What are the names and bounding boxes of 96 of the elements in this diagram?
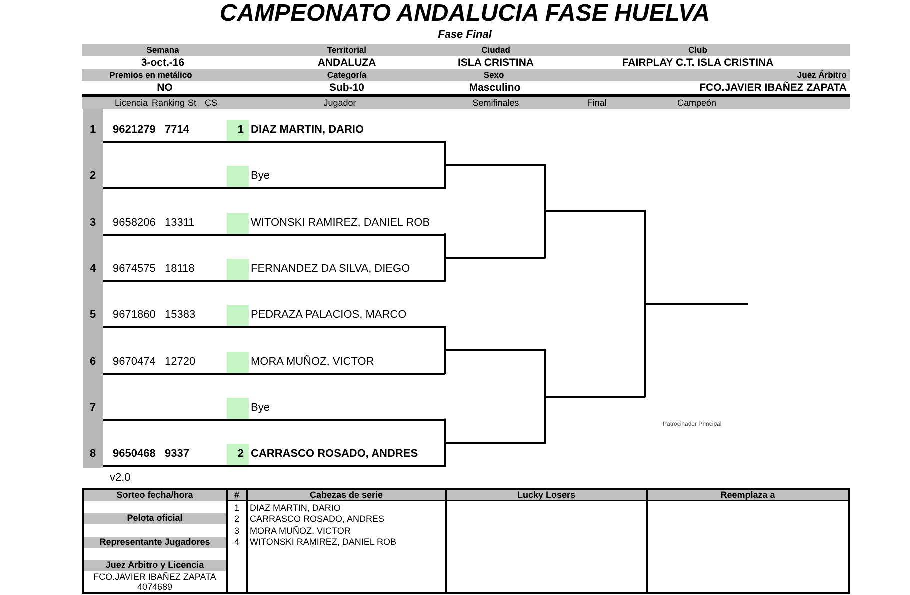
seed-rank: 3 <box>234 526 240 536</box>
field-value: Sub-10 <box>330 82 364 94</box>
bracket-line <box>444 256 446 282</box>
player-name: DIAZ MARTIN, DARIO <box>251 124 364 137</box>
license-number: 9671860 <box>113 309 156 322</box>
bracket-line <box>444 164 446 190</box>
page-title: CAMPEONATO ANDALUCIA FASE HUELVA <box>220 0 710 27</box>
field-label: Club <box>688 45 708 55</box>
winner-line <box>445 164 545 166</box>
license-number: 9658206 <box>113 216 156 230</box>
field-value: 3-oct.-16 <box>141 56 185 68</box>
version-label: v2.0 <box>110 472 131 484</box>
ranking-number: 18118 <box>165 262 195 276</box>
license-number: 9670474 <box>113 356 156 368</box>
field-label: Sexo <box>484 70 504 80</box>
bracket-line <box>544 349 546 398</box>
column-header: CS <box>205 98 218 108</box>
seeded-player: WITONSKI RAMIREZ, DANIEL ROB <box>250 537 397 547</box>
field-value: ANDALUZA <box>318 56 376 68</box>
seeded-player: CARRASCO ROSADO, ANDRES <box>250 514 385 524</box>
row-number: 2 <box>88 170 98 184</box>
winner-line <box>545 396 645 398</box>
field-value: ISLA CRISTINA <box>458 56 534 68</box>
ranking-number: 13311 <box>165 216 195 230</box>
column-heading: Reemplaza a <box>648 490 848 500</box>
bracket-line <box>444 442 446 468</box>
license-number: 9650468 <box>113 448 156 462</box>
bracket-line <box>544 396 546 444</box>
ranking-number: 15383 <box>165 309 196 322</box>
bracket-line <box>544 164 546 212</box>
column-heading: Cabezas de serie <box>248 490 445 500</box>
field-label: Premios en metálico <box>110 70 192 80</box>
bracket-line <box>444 141 446 166</box>
player-name: Bye <box>251 170 270 184</box>
row-number: 7 <box>88 402 98 415</box>
bracket-line <box>644 303 646 398</box>
seed-rank: 1 <box>234 502 240 512</box>
referee-license: 4074689 <box>137 582 173 592</box>
bracket-line <box>444 234 446 259</box>
field-label: Territorial <box>327 45 367 55</box>
player-name: MORA MUÑOZ, VICTOR <box>251 356 374 368</box>
column-header: Final <box>587 98 607 108</box>
referee-name: FCO.JAVIER IBAÑEZ ZAPATA <box>94 572 216 582</box>
bracket-line <box>444 326 446 352</box>
ranking-number: 7714 <box>165 124 190 137</box>
field-label: Juez Árbitro <box>797 70 847 80</box>
winner-line <box>445 256 545 259</box>
player-name: WITONSKI RAMIREZ, DANIEL ROB <box>251 216 430 230</box>
row-number: 1 <box>88 124 98 137</box>
bracket-line <box>444 418 446 444</box>
seed-number: 2 <box>227 444 249 466</box>
bracket-line <box>644 210 646 306</box>
player-name: Bye <box>251 402 270 415</box>
field-value: FCO.JAVIER IBAÑEZ ZAPATA <box>700 82 847 94</box>
section-heading: Juez Arbitro y Licencia <box>84 560 226 571</box>
ranking-number: 9337 <box>165 448 190 462</box>
column-header: Campeón <box>677 98 717 108</box>
field-label: Semana <box>146 45 180 55</box>
field-label: Ciudad <box>482 45 510 55</box>
seeded-player: DIAZ MARTIN, DARIO <box>250 502 341 512</box>
column-heading: Lucky Losers <box>447 490 646 500</box>
player-name: PEDRAZA PALACIOS, MARCO <box>251 309 407 322</box>
section-heading: Pelota oficial <box>84 513 226 524</box>
section-heading: Representante Jugadores <box>84 537 226 548</box>
section-heading: Sorteo fecha/hora <box>84 490 226 501</box>
row-number: 4 <box>88 262 98 276</box>
column-header: Semifinales <box>472 98 520 108</box>
column-header: St <box>188 98 197 108</box>
player-name: CARRASCO ROSADO, ANDRES <box>251 448 418 462</box>
row-number: 8 <box>88 448 98 462</box>
ranking-number: 12720 <box>165 356 196 368</box>
license-number: 9674575 <box>113 262 156 276</box>
winner-line <box>445 349 545 352</box>
bracket-line <box>544 210 546 259</box>
subtitle: Fase Final <box>438 28 492 42</box>
player-name: FERNANDEZ DA SILVA, DIEGO <box>251 262 410 276</box>
seed-rank: 2 <box>234 514 240 524</box>
row-number: 5 <box>88 309 98 322</box>
field-value: Masculino <box>469 82 521 94</box>
bracket-line <box>444 349 446 374</box>
seed-number: 1 <box>227 120 249 141</box>
winner-line <box>645 303 748 306</box>
field-label: Categoría <box>327 70 367 80</box>
seeded-player: MORA MUÑOZ, VICTOR <box>250 526 351 536</box>
column-heading: # <box>228 490 246 500</box>
field-value: NO <box>157 82 173 94</box>
seed-rank: 4 <box>234 537 240 547</box>
column-header: Licencia <box>115 98 148 108</box>
row-number: 6 <box>88 356 98 368</box>
winner-line <box>445 442 545 444</box>
field-value: FAIRPLAY C.T. ISLA CRISTINA <box>622 56 774 68</box>
winner-line <box>545 210 645 212</box>
row-number: 3 <box>88 216 98 230</box>
license-number: 9621279 <box>113 124 156 137</box>
column-header: Ranking <box>152 98 186 108</box>
column-header: Jugador <box>324 98 356 108</box>
